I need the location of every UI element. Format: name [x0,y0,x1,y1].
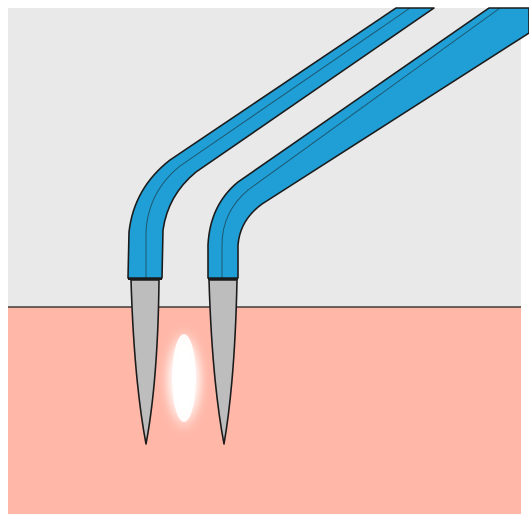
tissue-surface [8,307,521,514]
coagulation-glow [172,334,196,422]
